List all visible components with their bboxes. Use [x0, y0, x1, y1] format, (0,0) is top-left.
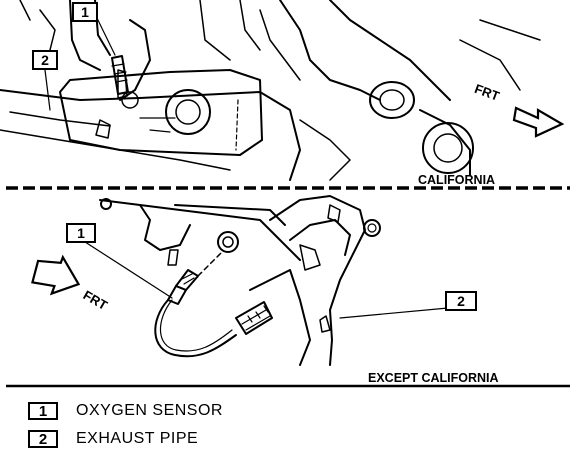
svg-text:FRT: FRT: [81, 287, 110, 313]
callout-2-bottom: 2: [445, 291, 477, 311]
bottom-engine-illustration: [99, 195, 381, 366]
callout-1-bottom-leader: [81, 239, 173, 299]
callout-2-top-leader: [44, 69, 51, 111]
legend: 1 OXYGEN SENSOR 2 EXHAUST PIPE: [28, 398, 328, 454]
section-label-california: CALIFORNIA: [418, 173, 495, 187]
legend-item-oxygen-sensor: 1 OXYGEN SENSOR: [28, 398, 328, 424]
top-engine-illustration: [0, 0, 541, 181]
callout-2-top: 2: [32, 50, 58, 70]
svg-text:1: 1: [77, 225, 85, 241]
frt-arrow-top: FRT: [473, 81, 565, 138]
frt-arrow-bottom: FRT: [31, 254, 110, 313]
legend-key-2: 2: [28, 430, 58, 448]
legend-key-1: 1: [28, 402, 58, 420]
callout-1-top-leader: [94, 13, 116, 56]
svg-text:1: 1: [81, 4, 89, 20]
svg-text:2: 2: [457, 293, 465, 309]
legend-item-exhaust-pipe: 2 EXHAUST PIPE: [28, 426, 328, 452]
section-label-except-california: EXCEPT CALIFORNIA: [368, 371, 499, 385]
legend-label-oxygen-sensor: OXYGEN SENSOR: [76, 402, 223, 419]
svg-text:FRT: FRT: [473, 81, 502, 104]
callout-2-bottom-leader: [339, 307, 449, 319]
svg-text:2: 2: [41, 52, 49, 68]
callout-1-bottom: 1: [66, 223, 96, 243]
callout-1-top: 1: [72, 2, 98, 22]
legend-label-exhaust-pipe: EXHAUST PIPE: [76, 430, 199, 447]
